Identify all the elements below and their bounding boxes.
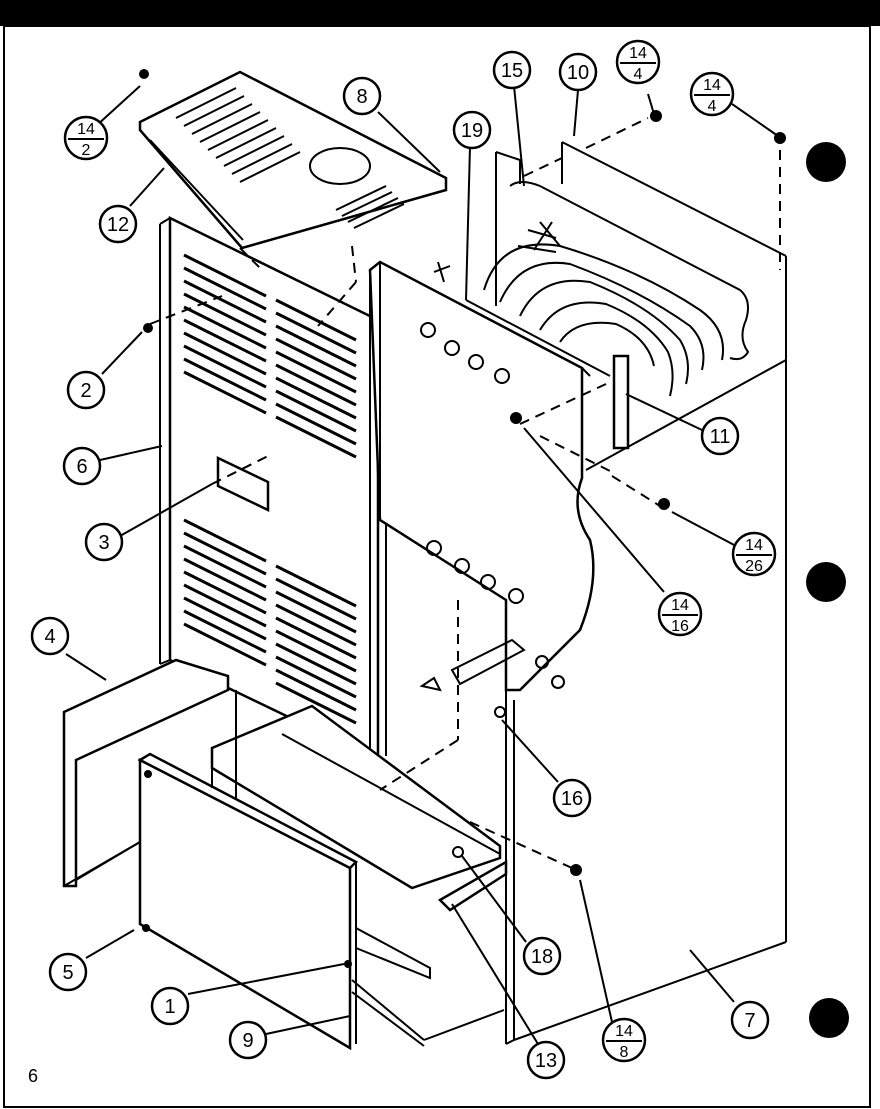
svg-text:16: 16 bbox=[671, 618, 689, 635]
svg-text:19: 19 bbox=[461, 120, 483, 142]
screw-icon bbox=[142, 924, 150, 932]
base-tray-assembly bbox=[210, 638, 526, 1047]
svg-text:5: 5 bbox=[62, 962, 73, 984]
callout-9: 9 bbox=[228, 1020, 268, 1060]
svg-text:7: 7 bbox=[744, 1010, 755, 1032]
bottom-door-part-5 bbox=[137, 752, 359, 1051]
binder-hole-bottom bbox=[809, 998, 849, 1038]
svg-text:9: 9 bbox=[242, 1030, 253, 1052]
fraction-callouts: 14 2 14 4 14 4 14 26 14 16 bbox=[63, 39, 777, 1063]
callout-11: 11 bbox=[700, 416, 740, 456]
callout-12: 12 bbox=[98, 204, 138, 244]
label-plate-part-3 bbox=[216, 456, 270, 512]
svg-text:12: 12 bbox=[107, 214, 129, 236]
svg-text:18: 18 bbox=[531, 946, 553, 968]
screw-icon bbox=[144, 770, 152, 778]
screw-icon bbox=[570, 864, 582, 876]
fraction-callout-14-4-a: 14 4 bbox=[615, 39, 661, 85]
screw-icon bbox=[494, 706, 506, 718]
callout-5: 5 bbox=[48, 952, 88, 992]
svg-text:4: 4 bbox=[44, 626, 55, 648]
fasteners bbox=[139, 69, 786, 968]
svg-text:11: 11 bbox=[710, 426, 731, 448]
screw-icon bbox=[658, 498, 670, 510]
leader-lines bbox=[65, 85, 779, 1045]
binder-hole-top bbox=[806, 142, 846, 182]
fraction-callout-14-16: 14 16 bbox=[657, 591, 703, 637]
page-frame bbox=[3, 25, 871, 1108]
svg-text:10: 10 bbox=[567, 62, 589, 84]
callout-1: 1 bbox=[150, 986, 190, 1026]
callout-7: 7 bbox=[730, 1000, 770, 1040]
svg-text:14: 14 bbox=[629, 45, 647, 62]
top-border-band bbox=[0, 0, 880, 26]
callout-2: 2 bbox=[66, 370, 106, 410]
screw-icon bbox=[139, 69, 149, 79]
fraction-callout-14-26: 14 26 bbox=[731, 531, 777, 577]
callout-10: 10 bbox=[558, 52, 598, 92]
heat-exchanger-assembly bbox=[433, 181, 750, 450]
svg-text:1: 1 bbox=[164, 996, 175, 1018]
svg-text:13: 13 bbox=[535, 1050, 557, 1072]
callout-18: 18 bbox=[522, 936, 562, 976]
svg-text:4: 4 bbox=[708, 98, 717, 115]
bracket-part-13 bbox=[437, 859, 508, 912]
svg-text:16: 16 bbox=[561, 788, 583, 810]
screw-icon bbox=[143, 323, 153, 333]
top-panel-part-12 bbox=[138, 70, 448, 250]
callout-19: 19 bbox=[452, 110, 492, 150]
binder-hole-middle bbox=[806, 562, 846, 602]
svg-text:3: 3 bbox=[98, 532, 109, 554]
callout-15: 15 bbox=[492, 50, 532, 90]
svg-text:26: 26 bbox=[745, 558, 763, 575]
fraction-callout-14-2: 14 2 bbox=[63, 115, 109, 161]
fraction-callout-14-4-b: 14 4 bbox=[689, 71, 735, 117]
fraction-callout-14-8: 14 8 bbox=[601, 1017, 647, 1063]
screw-icon bbox=[344, 960, 352, 968]
callout-3: 3 bbox=[84, 522, 124, 562]
assembly-guide-lines bbox=[149, 117, 781, 869]
callout-8: 8 bbox=[342, 76, 382, 116]
svg-text:14: 14 bbox=[671, 597, 689, 614]
svg-text:14: 14 bbox=[745, 537, 763, 554]
svg-text:2: 2 bbox=[82, 142, 91, 159]
svg-text:14: 14 bbox=[703, 77, 721, 94]
callout-4: 4 bbox=[30, 616, 70, 656]
svg-text:2: 2 bbox=[80, 380, 91, 402]
front-door-part-6 bbox=[159, 215, 387, 762]
svg-text:8: 8 bbox=[620, 1044, 629, 1061]
screw-icon bbox=[510, 412, 522, 424]
callout-13: 13 bbox=[526, 1040, 566, 1080]
svg-text:4: 4 bbox=[634, 66, 643, 83]
page-number: 6 bbox=[28, 1066, 38, 1086]
svg-text:6: 6 bbox=[76, 456, 87, 478]
cabinet-wrapper-part-7 bbox=[495, 141, 787, 1045]
svg-text:15: 15 bbox=[501, 60, 523, 82]
bracket-part-11 bbox=[612, 354, 630, 450]
svg-text:14: 14 bbox=[615, 1023, 633, 1040]
screw-icon bbox=[650, 110, 662, 122]
filter-frame-part-4 bbox=[62, 658, 230, 888]
svg-text:14: 14 bbox=[77, 121, 95, 138]
callouts: 12 8 19 15 10 2 6 3 4 5 1 9 13 18 16 11 … bbox=[30, 50, 770, 1080]
svg-text:8: 8 bbox=[356, 86, 367, 108]
callout-6: 6 bbox=[62, 446, 102, 486]
callout-16: 16 bbox=[552, 778, 592, 818]
front-panel-part-19 bbox=[368, 260, 595, 760]
